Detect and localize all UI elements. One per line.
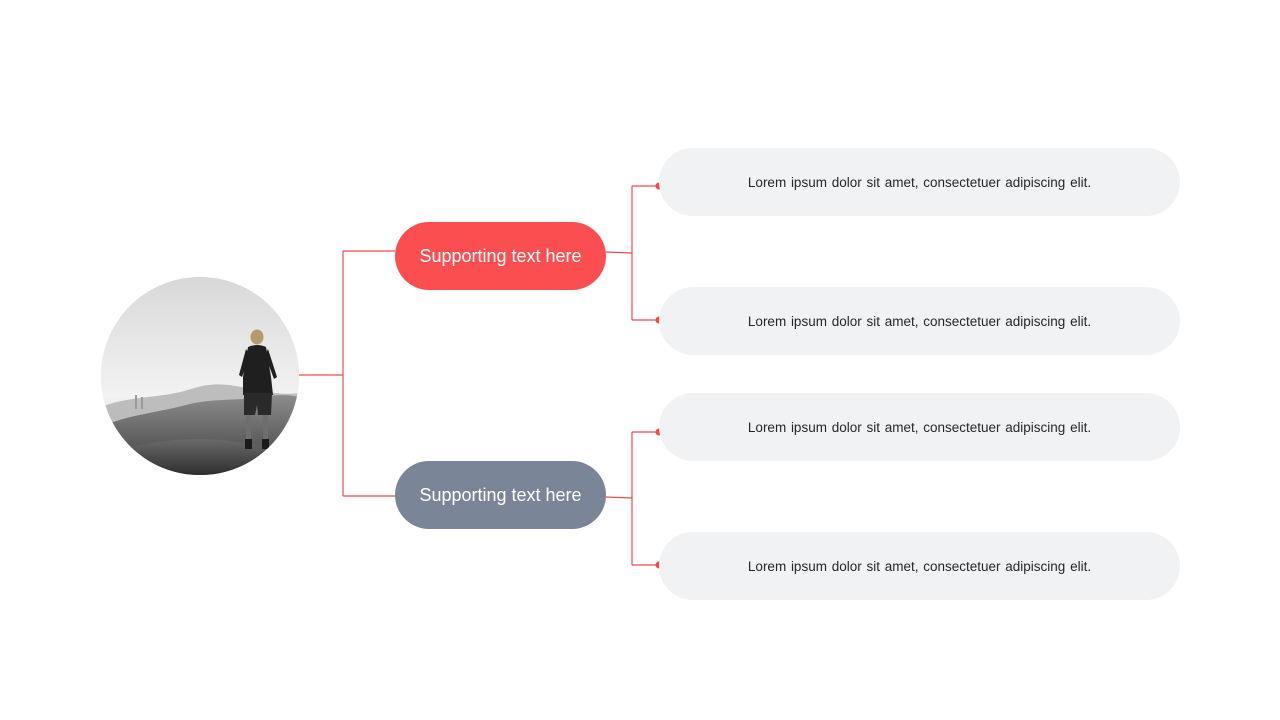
branch-pill-1: Supporting text here: [395, 222, 606, 290]
detail-text-4: Lorem ipsum dolor sit amet, consectetuer…: [747, 558, 1092, 574]
detail-pill-2: Lorem ipsum dolor sit amet, consectetuer…: [659, 287, 1180, 355]
detail-pill-1: Lorem ipsum dolor sit amet, consectetuer…: [659, 148, 1180, 216]
detail-text-1: Lorem ipsum dolor sit amet, consectetuer…: [747, 174, 1092, 190]
detail-text-2: Lorem ipsum dolor sit amet, consectetuer…: [747, 313, 1092, 329]
hiker-on-foggy-hill-photo: [101, 277, 299, 475]
branch-label-1: Supporting text here: [419, 245, 582, 266]
connector-branch-1-out: [605, 251, 633, 254]
hiker-photo: [101, 277, 299, 475]
detail-text-3: Lorem ipsum dolor sit amet, consectetuer…: [747, 419, 1092, 435]
branch-label-2: Supporting text here: [419, 484, 582, 505]
branch-pill-2: Supporting text here: [395, 461, 606, 529]
detail-pill-3: Lorem ipsum dolor sit amet, consectetuer…: [659, 393, 1180, 461]
detail-pill-4: Lorem ipsum dolor sit amet, consectetuer…: [659, 532, 1180, 600]
connector-branch-2-out: [605, 496, 633, 499]
